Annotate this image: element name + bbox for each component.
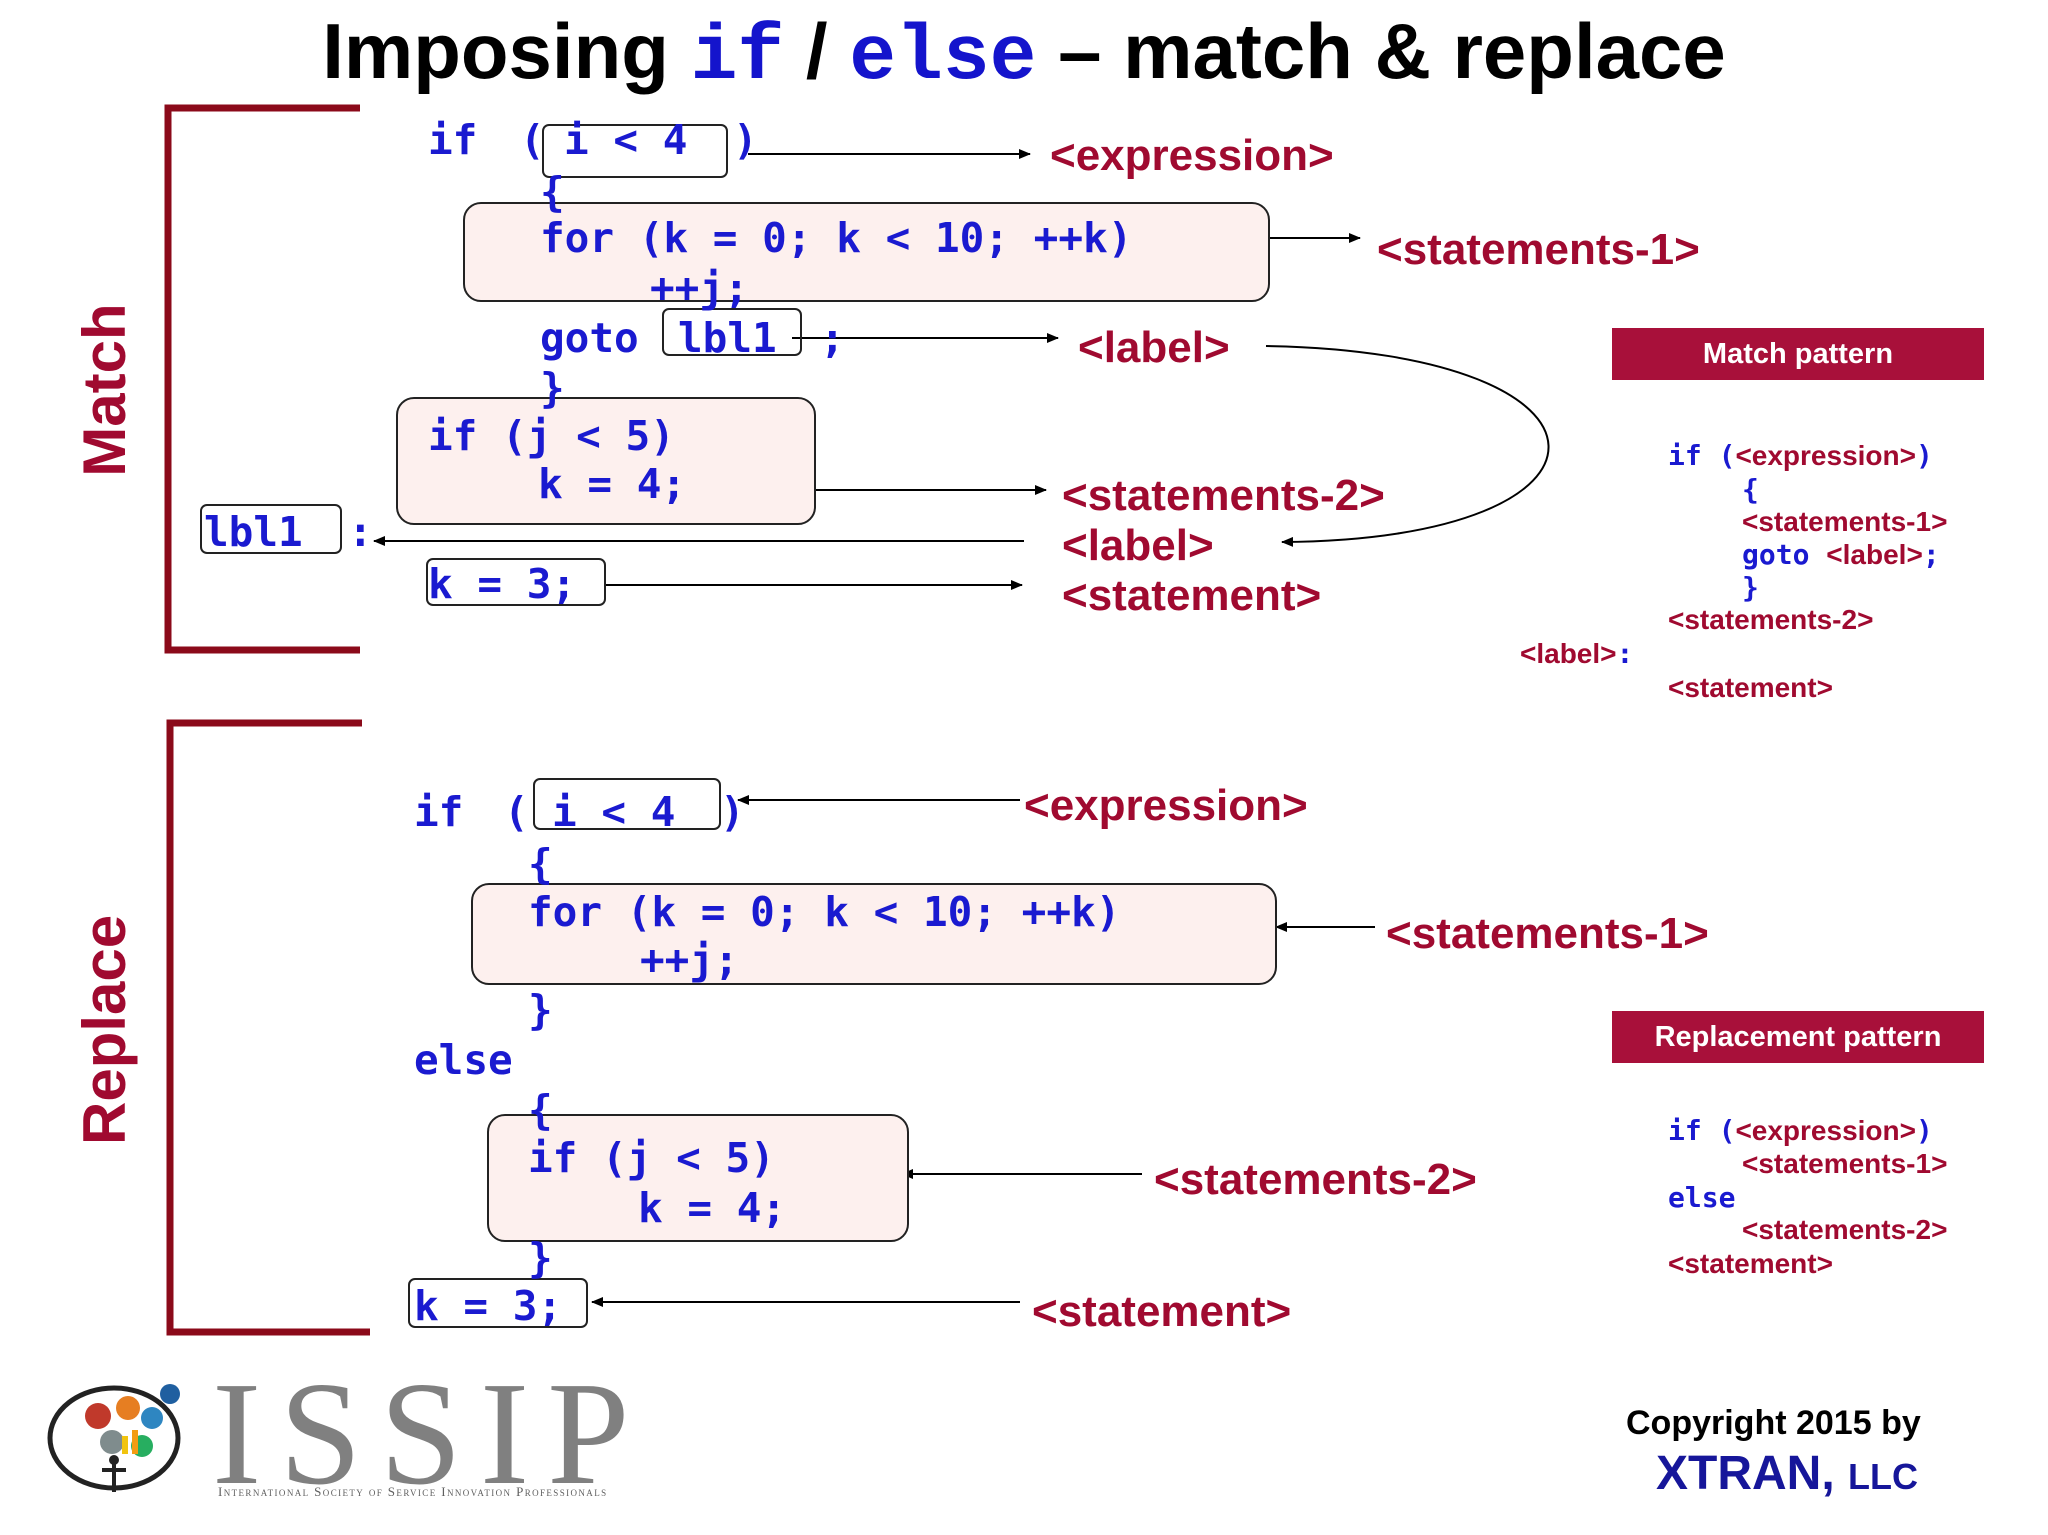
title-if-keyword: if <box>690 14 785 102</box>
code-goto-semicolon: ; <box>820 314 845 362</box>
code-if2-line2: k = 4; <box>538 460 687 508</box>
r-code-rparen: ) <box>720 788 745 836</box>
r-statements-2-box <box>487 1114 909 1242</box>
tag-expression: <expression> <box>1050 131 1334 180</box>
replace-pattern-line-1: if (<expression>) <box>1668 1114 1933 1147</box>
replace-pattern-line-5: <statement> <box>1668 1248 1833 1279</box>
match-section-label: Match <box>71 303 138 477</box>
issip-logo-text: ISSIP <box>212 1352 648 1516</box>
code-statement: k = 3; <box>428 560 577 608</box>
statements-2-box <box>396 397 816 525</box>
match-pattern-line-1: if (<expression>) <box>1668 439 1933 472</box>
match-pattern-line-3: <statements-1> <box>1742 506 1948 537</box>
r-tag-statement: <statement> <box>1032 1287 1292 1336</box>
code-label: lbl1 <box>204 508 303 556</box>
r-code-condition: i < 4 <box>552 788 676 836</box>
title-else-keyword: else <box>849 14 1037 102</box>
replace-pattern-line-2: <statements-1> <box>1742 1148 1948 1179</box>
r-code-brace-open-2: { <box>528 1086 553 1134</box>
tag-statements-2: <statements-2> <box>1062 471 1385 520</box>
tag-label-2: <label> <box>1062 521 1214 570</box>
code-if-keyword: if <box>428 116 478 164</box>
goto-label-box <box>662 308 802 356</box>
r-code-if2-line2: k = 4; <box>638 1184 787 1232</box>
r-expression-box <box>533 778 721 830</box>
r-code-brace-close-2: } <box>528 1234 553 1282</box>
statements-1-box <box>463 202 1270 302</box>
match-pattern-line-6: <statements-2> <box>1668 604 1874 635</box>
match-pattern-line-2: { <box>1742 473 1759 506</box>
code-goto-keyword: goto <box>540 314 639 362</box>
replace-section-label: Replace <box>71 914 138 1145</box>
code-lparen: ( <box>520 116 545 164</box>
r-code-statement: k = 3; <box>414 1282 563 1330</box>
r-statement-box <box>408 1278 588 1328</box>
expression-box <box>542 124 728 178</box>
match-pattern-line-7: <label>: <box>1520 637 1634 670</box>
replace-pattern-line-3: else <box>1668 1181 1736 1214</box>
label-curve <box>1265 345 1550 547</box>
r-code-brace-close: } <box>528 986 553 1034</box>
r-tag-expression: <expression> <box>1024 781 1308 830</box>
match-bracket <box>164 104 360 654</box>
code-rparen: ) <box>733 116 758 164</box>
label-box <box>200 504 342 554</box>
tag-statement: <statement> <box>1062 571 1322 620</box>
r-code-for-line: for (k = 0; k < 10; ++k) <box>528 888 1121 936</box>
code-increment-line: ++j; <box>650 264 749 312</box>
match-pattern-line-4: goto <label>; <box>1742 538 1940 571</box>
code-for-line: for (k = 0; k < 10; ++k) <box>540 214 1133 262</box>
replace-pattern-line-4: <statements-2> <box>1742 1214 1948 1245</box>
match-pattern-line-8: <statement> <box>1668 672 1833 703</box>
r-tag-statements-1: <statements-1> <box>1386 909 1709 958</box>
r-tag-statements-2: <statements-2> <box>1154 1155 1477 1204</box>
r-code-if-keyword: if <box>414 788 464 836</box>
code-brace-close: } <box>540 364 565 412</box>
r-statements-1-box <box>471 883 1277 985</box>
page-title: Imposing if / else – match & replace <box>322 7 1726 102</box>
replace-bracket <box>166 719 370 1336</box>
code-brace-open: { <box>540 168 565 216</box>
issip-logo-icon <box>47 1384 181 1492</box>
r-code-else-keyword: else <box>414 1036 513 1084</box>
tag-statements-1: <statements-1> <box>1377 225 1700 274</box>
r-code-increment-line: ++j; <box>640 936 739 984</box>
tag-label: <label> <box>1078 323 1230 372</box>
r-code-if2-line1: if (j < 5) <box>528 1134 775 1182</box>
code-label-colon: : <box>348 508 373 556</box>
r-code-brace-open: { <box>528 840 553 888</box>
copyright-line: Copyright 2015 by <box>1626 1404 1921 1442</box>
match-pattern-banner: Match pattern <box>1612 328 1984 380</box>
replacement-pattern-banner: Replacement pattern <box>1612 1011 1984 1063</box>
statement-box <box>426 558 606 606</box>
code-if2-line1: if (j < 5) <box>428 412 675 460</box>
issip-logo-subtitle: International Society of Service Innovat… <box>218 1484 608 1499</box>
r-code-lparen: ( <box>504 788 529 836</box>
code-condition: i < 4 <box>564 116 688 164</box>
code-goto-label: lbl1 <box>678 314 777 362</box>
match-pattern-line-5: } <box>1742 571 1759 604</box>
copyright-company: XTRAN, LLC <box>1656 1447 1918 1500</box>
